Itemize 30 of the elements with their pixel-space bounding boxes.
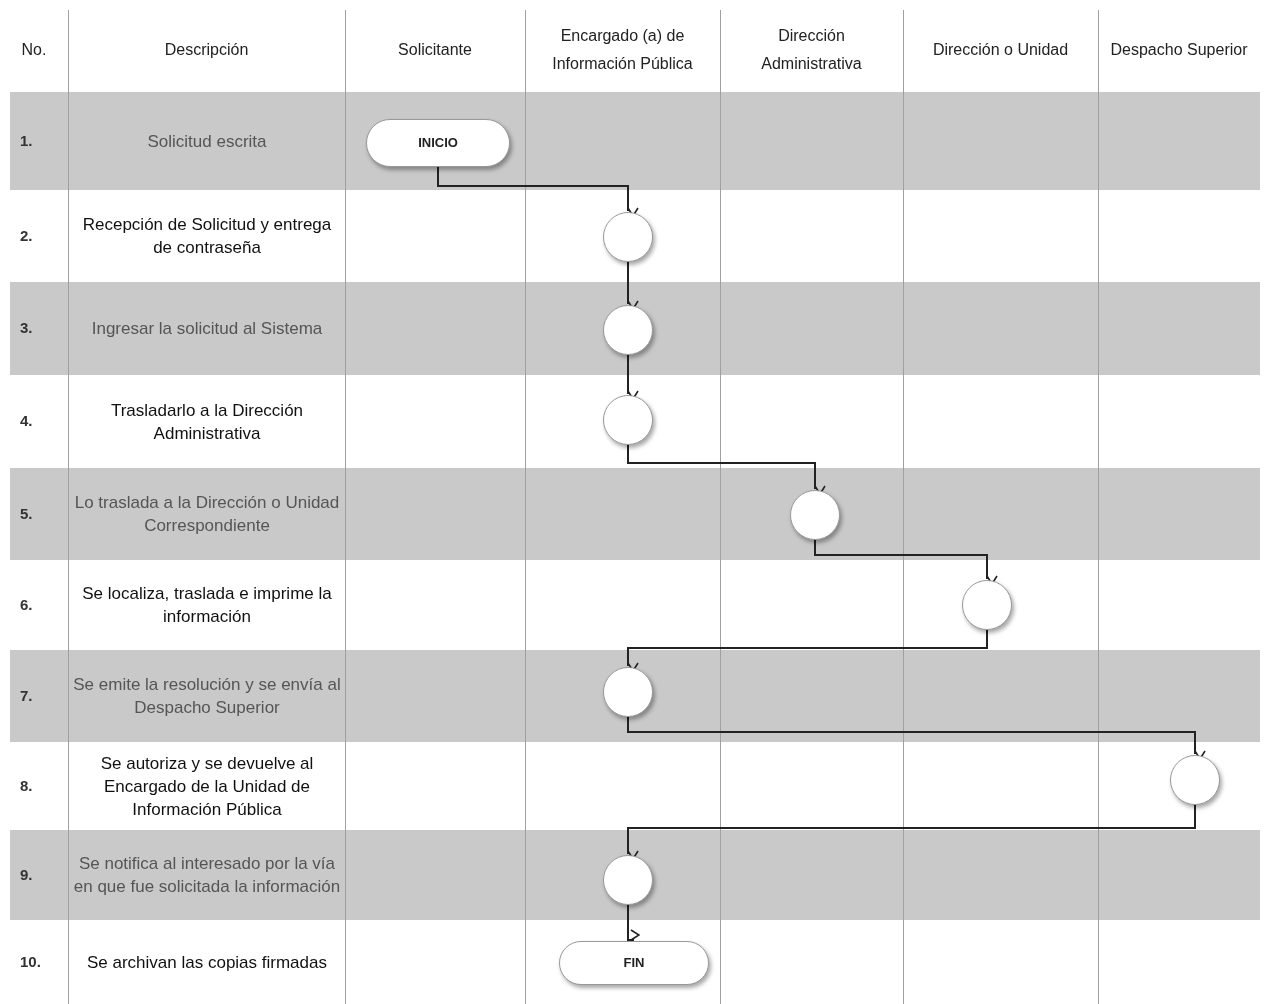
column-header: Dirección Administrativa <box>760 26 863 74</box>
terminator-pill: INICIO <box>366 119 510 167</box>
step-number: 3. <box>20 318 33 339</box>
column-header: Descripción <box>163 40 250 60</box>
step-number: 6. <box>20 594 33 615</box>
arrow <box>627 904 640 941</box>
step-description: Se localiza, traslada e imprime la información <box>81 583 333 628</box>
step-description: Lo traslada a la Dirección o Unidad Correspondiente <box>73 492 341 537</box>
step-number: 9. <box>20 864 33 885</box>
column-header: Solicitante <box>397 40 473 60</box>
step-number: 5. <box>20 503 33 524</box>
step-description: Ingresar la solicitud al Sistema <box>91 318 323 340</box>
column-header: No. <box>20 40 48 60</box>
column-header: Encargado (a) de Información Pública <box>551 26 694 74</box>
step-number: 2. <box>20 225 33 246</box>
step-number: 1. <box>20 130 33 151</box>
step-number: 8. <box>20 775 33 796</box>
step-description: Se autoriza y se devuelve al Encargado de la Unidad de Información Pública <box>99 752 315 821</box>
step-description: Trasladarlo a la Dirección Administrativa <box>109 399 305 445</box>
column-header: Despacho Superior <box>1109 40 1249 60</box>
step-number: 10. <box>20 951 41 972</box>
step-description: Recepción de Solicitud y entrega de contraseña <box>81 214 333 259</box>
step-number: 4. <box>20 411 33 432</box>
step-description: Se notifica al interesado por la vía en que fue solicitada la información <box>72 853 342 898</box>
step-description: Se archivan las copias firmadas <box>87 951 327 974</box>
step-description: Solicitud escrita <box>147 130 267 153</box>
terminator-pill: FIN <box>559 941 709 985</box>
step-description: Se emite la resolución y se envía al Despacho Superior <box>72 674 342 719</box>
column-header: Dirección o Unidad <box>931 40 1070 60</box>
step-number: 7. <box>20 685 33 706</box>
